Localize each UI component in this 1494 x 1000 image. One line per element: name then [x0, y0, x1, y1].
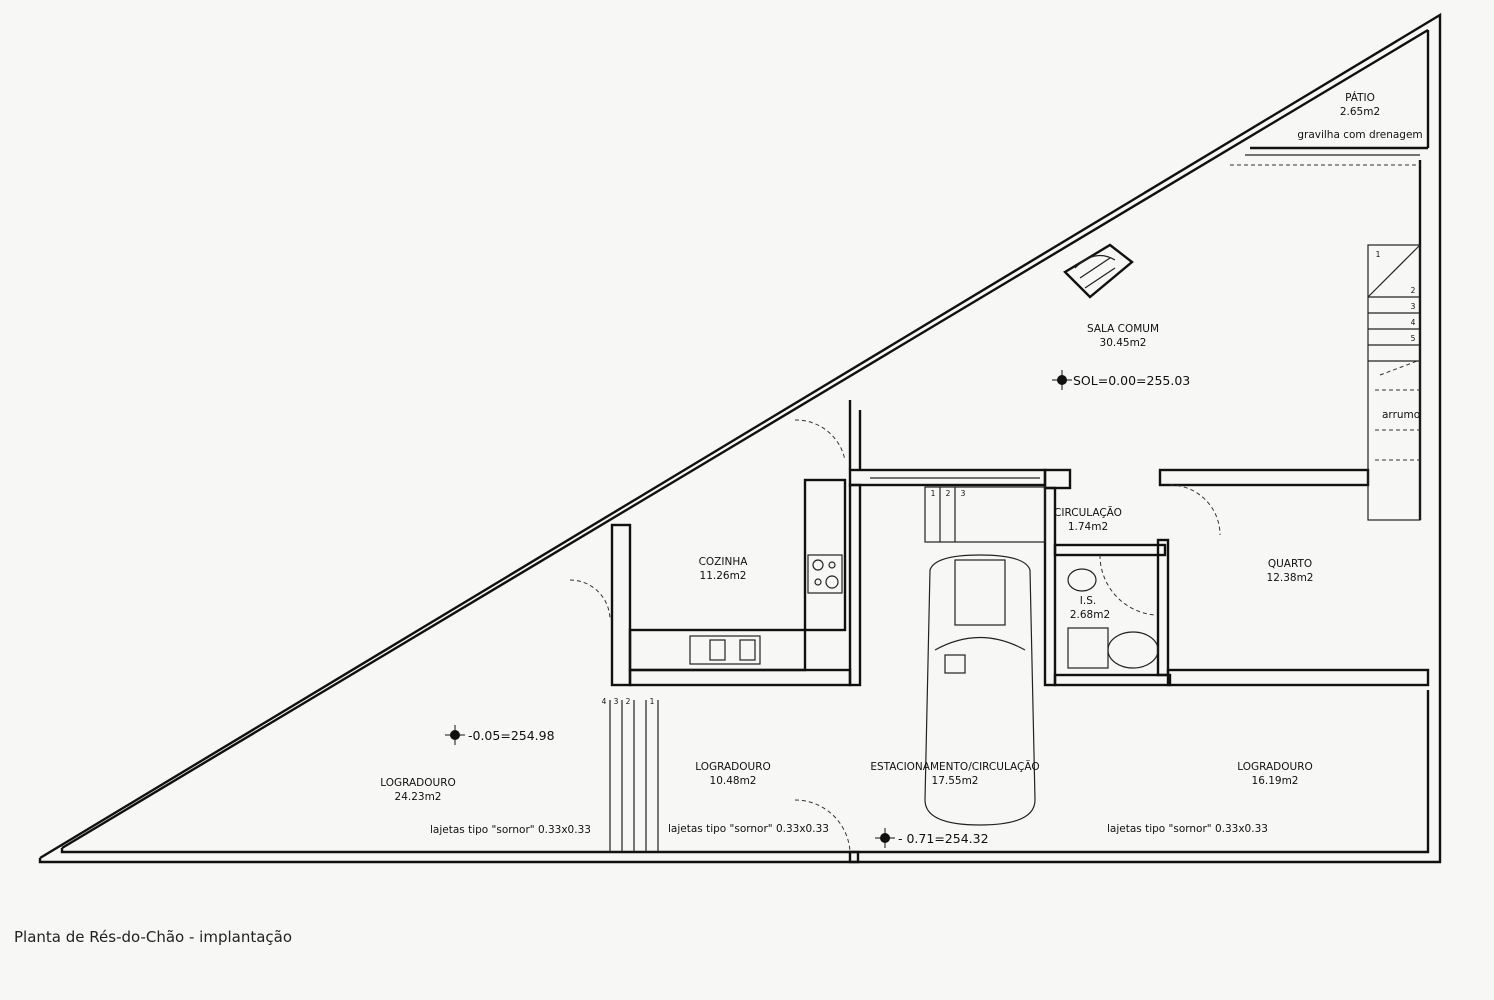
room-area-sala: 30.45m2	[1100, 337, 1147, 349]
stair-number: 5	[1411, 334, 1416, 343]
room-name-is: I.S.	[1080, 595, 1096, 607]
stair-number: 3	[961, 489, 966, 498]
stair-number: 2	[946, 489, 951, 498]
room-area-logradouro-mid: 10.48m2	[710, 775, 757, 787]
level-left: -0.05=254.98	[468, 728, 555, 743]
room-name-quarto: QUARTO	[1268, 558, 1312, 570]
car-symbol	[924, 554, 1036, 826]
room-name-circulacao: CIRCULAÇÃO	[1054, 506, 1122, 519]
room-name-logradouro-left: LOGRADOURO	[380, 777, 456, 789]
stair-number: 4	[602, 697, 607, 706]
logradouro-right-note: lajetas tipo "sornor" 0.33x0.33	[1107, 823, 1268, 835]
stair-number: 3	[614, 697, 619, 706]
patio-wall	[1230, 146, 1428, 166]
interior-walls	[569, 244, 1430, 864]
room-area-cozinha: 11.26m2	[700, 570, 747, 582]
stair-number: 1	[1376, 250, 1381, 259]
room-area-quarto: 12.38m2	[1267, 572, 1314, 584]
stair-number: 4	[1411, 318, 1416, 327]
room-name-patio: PÁTIO	[1345, 91, 1375, 104]
stair-number: 2	[1411, 286, 1416, 295]
room-name-sala: SALA COMUM	[1087, 323, 1159, 335]
room-name-logradouro-right: LOGRADOURO	[1237, 761, 1313, 773]
level-marker-icon	[875, 828, 895, 848]
logradouro-mid-note: lajetas tipo "sornor" 0.33x0.33	[668, 823, 829, 835]
level-garage: - 0.71=254.32	[898, 831, 989, 846]
room-name-arrumo: arrumo	[1382, 409, 1420, 421]
stair-number: 1	[931, 489, 936, 498]
room-name-logradouro-mid: LOGRADOURO	[695, 761, 771, 773]
room-name-estacionamento: ESTACIONAMENTO/CIRCULAÇÃO	[870, 760, 1039, 773]
stair-number: 2	[626, 697, 631, 706]
stair-number: 1	[650, 697, 655, 706]
room-name-cozinha: COZINHA	[699, 556, 749, 568]
exterior-walls	[38, 12, 1442, 864]
room-area-logradouro-left: 24.23m2	[395, 791, 442, 803]
room-area-logradouro-right: 16.19m2	[1252, 775, 1299, 787]
logradouro-left-note: lajetas tipo "sornor" 0.33x0.33	[430, 824, 591, 836]
level-sol: SOL=0.00=255.03	[1073, 373, 1190, 388]
room-area-patio: 2.65m2	[1340, 106, 1380, 118]
drawing-title: Planta de Rés-do-Chão - implantação	[14, 928, 293, 946]
stair-number: 3	[1411, 302, 1416, 311]
room-area-is: 2.68m2	[1070, 609, 1110, 621]
level-marker-icon	[1052, 370, 1072, 390]
fireplace	[1063, 243, 1134, 299]
level-marker-icon	[445, 725, 465, 745]
patio-note: gravilha com drenagem	[1297, 129, 1422, 141]
room-area-estacionamento: 17.55m2	[932, 775, 979, 787]
room-area-circulacao: 1.74m2	[1068, 521, 1108, 533]
